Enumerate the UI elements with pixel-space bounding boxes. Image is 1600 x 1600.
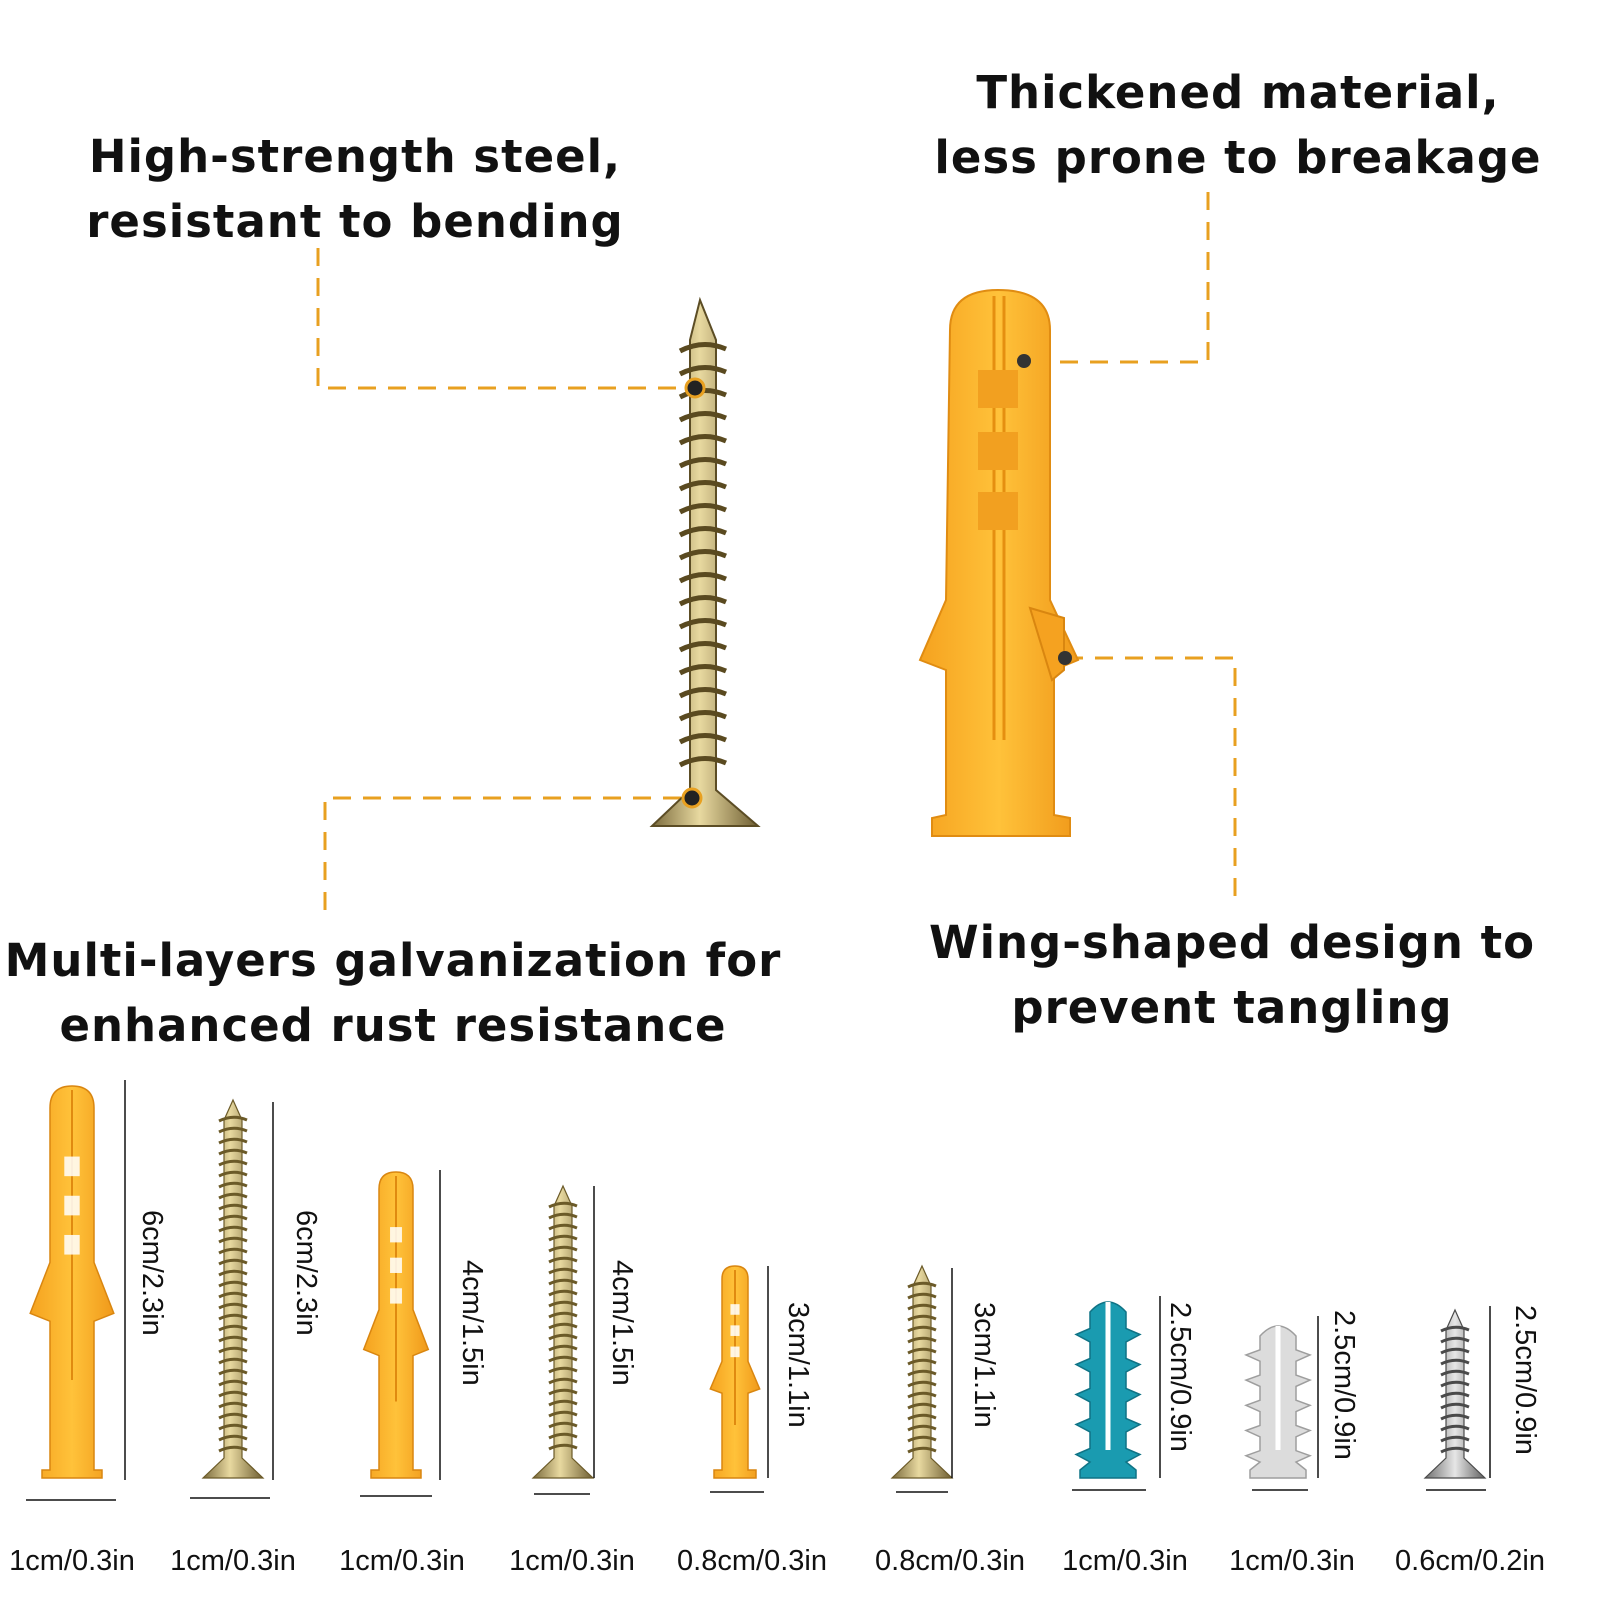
length-label-3: 4cm/1.5in (456, 1260, 488, 1386)
length-label-4: 4cm/1.5in (606, 1260, 638, 1386)
callout-wing-line-1: Wing-shaped design to (928, 916, 1536, 969)
width-label-1: 1cm/0.3in (9, 1545, 135, 1577)
width-label-6: 0.8cm/0.3in (875, 1545, 1025, 1577)
dimension-lines-4 (534, 1186, 595, 1495)
length-label-5: 3cm/1.1in (782, 1302, 814, 1428)
width-label-5: 0.8cm/0.3in (677, 1545, 827, 1577)
callout-galv-line-2: enhanced rust resistance (59, 999, 727, 1052)
anchor-3cm (709, 1265, 761, 1479)
length-label-1: 6cm/2.3in (136, 1210, 168, 1336)
width-label-3: 1cm/0.3in (339, 1545, 465, 1577)
leader-thick (1050, 192, 1210, 364)
length-label-8: 2.5cm/0.9in (1328, 1310, 1360, 1460)
leader-steel (316, 248, 695, 390)
length-label-9: 2.5cm/0.9in (1509, 1305, 1541, 1455)
dimension-lines-6 (896, 1268, 953, 1493)
screw-4cm (531, 1184, 595, 1479)
callout-wing-line-2: prevent tangling (1011, 981, 1453, 1034)
anchor-4cm (362, 1171, 430, 1479)
length-label-2: 6cm/2.3in (290, 1210, 322, 1336)
callout-thick: Thickened material, less prone to breaka… (934, 60, 1541, 190)
dimension-lines-1 (26, 1080, 126, 1501)
dimension-lines-9 (1426, 1306, 1491, 1491)
large-anchor (918, 288, 1080, 837)
wing-point-marker (1058, 651, 1072, 665)
callout-steel: High-strength steel, resistant to bendin… (86, 124, 624, 254)
anchor-6cm (29, 1085, 115, 1479)
dimension-lines-7 (1072, 1296, 1161, 1491)
large-screw (649, 296, 761, 827)
width-label-2: 1cm/0.3in (170, 1545, 296, 1577)
width-label-9: 0.6cm/0.2in (1395, 1545, 1545, 1577)
callout-thick-line-2: less prone to breakage (934, 131, 1542, 184)
dimension-lines-5 (710, 1266, 769, 1493)
thick-point-marker (1017, 354, 1031, 368)
dimension-lines-3 (360, 1170, 441, 1497)
callout-galv: Multi-layers galvanization for enhanced … (5, 928, 782, 1058)
callout-steel-line-1: High-strength steel, (88, 130, 622, 183)
callout-galv-line-1: Multi-layers galvanization for (4, 934, 782, 987)
width-label-8: 1cm/0.3in (1229, 1545, 1355, 1577)
screw-3cm (890, 1264, 954, 1479)
dimension-lines-8 (1252, 1316, 1319, 1491)
callout-thick-line-1: Thickened material, (976, 66, 1500, 119)
anchor-gray-2-5cm (1244, 1325, 1312, 1479)
width-label-7: 1cm/0.3in (1062, 1545, 1188, 1577)
callout-wing: Wing-shaped design to prevent tangling (929, 910, 1535, 1040)
large-screw-threads (678, 342, 727, 768)
width-label-4: 1cm/0.3in (509, 1545, 635, 1577)
length-label-6: 3cm/1.1in (968, 1302, 1000, 1428)
anchor-teal-2-5cm (1074, 1301, 1142, 1479)
leader-wing (1065, 656, 1237, 905)
screw-6cm (201, 1098, 265, 1479)
screw-silver-2-5cm (1423, 1308, 1487, 1479)
dimension-lines-2 (190, 1102, 274, 1499)
leader-galv (323, 796, 690, 910)
leader-lines (316, 192, 1237, 910)
steel-point-marker (684, 377, 706, 399)
galv-point-marker (681, 787, 703, 809)
length-label-7: 2.5cm/0.9in (1164, 1302, 1196, 1452)
fastener-row (26, 1080, 1491, 1501)
callout-steel-line-2: resistant to bending (86, 195, 624, 248)
